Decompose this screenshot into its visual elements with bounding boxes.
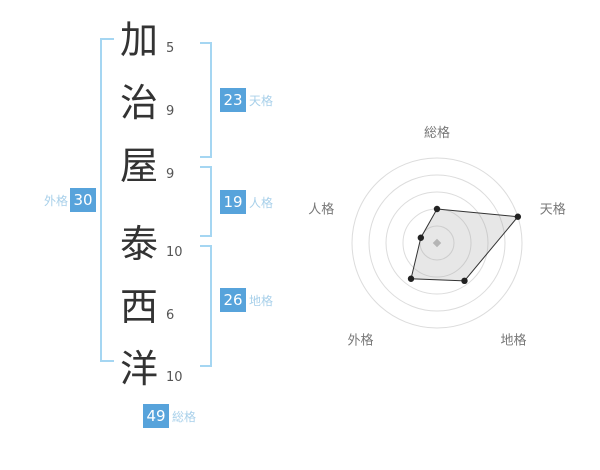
stroke-count: 10 (166, 369, 183, 385)
tenkaku-value-badge: 23 (220, 88, 246, 112)
name-char-row: 治 9 (120, 81, 175, 125)
radar-axis-label: 天格 (540, 202, 566, 218)
name-char: 洋 (120, 347, 159, 391)
soukaku-group: 49 総格 (143, 404, 196, 428)
chikaku-value-badge: 26 (220, 288, 246, 312)
stroke-count: 9 (166, 166, 175, 182)
chikaku-bracket (200, 245, 212, 367)
jinkaku-label: 人格 (249, 195, 274, 210)
tenkaku-group: 23 天格 (220, 88, 273, 112)
name-char-row: 屋 9 (120, 144, 175, 188)
radar-axis-label: 地格 (500, 332, 526, 348)
gaikaku-value-badge: 30 (70, 188, 97, 212)
jinkaku-value-badge: 19 (220, 190, 246, 214)
stroke-count: 5 (166, 40, 175, 56)
name-char-row: 加 5 (120, 18, 175, 62)
radar-axis-label: 人格 (308, 202, 334, 218)
gaikaku-group: 外格 30 (44, 188, 97, 212)
radar-axis-label: 外格 (348, 332, 374, 348)
name-char: 屋 (120, 144, 159, 188)
name-char: 泰 (120, 222, 159, 266)
name-char: 西 (120, 285, 159, 329)
jinkaku-group: 19 人格 (220, 190, 273, 214)
gaikaku-bracket (100, 38, 114, 362)
tenkaku-bracket (200, 42, 212, 158)
name-char-row: 西 6 (120, 285, 175, 329)
stroke-count: 9 (166, 103, 175, 119)
name-char-row: 洋 10 (120, 347, 183, 391)
chikaku-group: 26 地格 (220, 288, 273, 312)
radar-chart-container: 総格天格地格 外格 人格 (287, 108, 587, 388)
soukaku-label: 総格 (172, 409, 197, 424)
stroke-count: 6 (166, 307, 175, 323)
tenkaku-label: 天格 (249, 93, 274, 108)
soukaku-value-badge: 49 (143, 404, 169, 428)
gaikaku-label: 外格 (44, 193, 69, 208)
stroke-count: 10 (166, 244, 183, 260)
name-char-row: 泰 10 (120, 222, 183, 266)
name-char: 治 (120, 81, 159, 125)
radar-axis-label: 総格 (424, 125, 450, 141)
jinkaku-bracket (200, 166, 212, 237)
chikaku-label: 地格 (249, 293, 274, 308)
name-char: 加 (120, 18, 159, 62)
